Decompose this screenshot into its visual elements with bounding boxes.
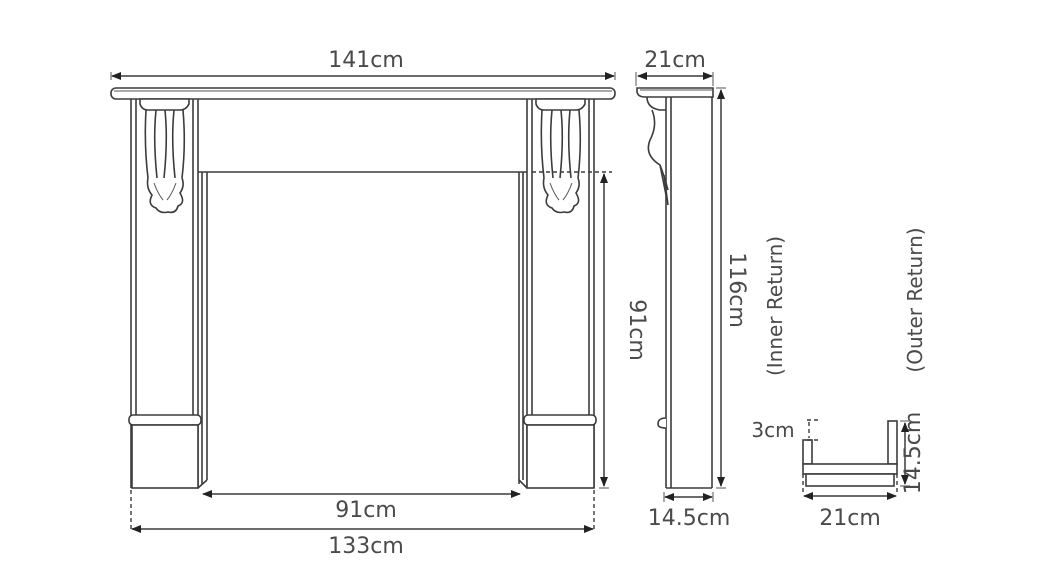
inner-slips bbox=[197, 172, 528, 489]
front-view: 141cm 91cm 91cm 133cm bbox=[110, 48, 649, 559]
label-shelf-depth: 21cm bbox=[644, 48, 706, 73]
dimension-return-height: 14.5cm bbox=[900, 412, 926, 495]
label-outer-return: (Outer Return) bbox=[903, 227, 927, 372]
dimension-opening-width: 91cm bbox=[202, 490, 521, 523]
dimension-leg-depth: 14.5cm bbox=[648, 492, 731, 531]
dimension-opening-height: 91cm bbox=[532, 171, 649, 489]
returns-plan: (Inner Return) (Outer Return) 3cm 14.5cm… bbox=[751, 227, 927, 531]
label-opening-width: 91cm bbox=[335, 498, 397, 523]
dimension-return-step: 3cm bbox=[751, 418, 820, 442]
mantel-shelf bbox=[110, 87, 616, 100]
dimension-return-width: 21cm bbox=[803, 492, 897, 531]
label-return-step: 3cm bbox=[751, 418, 794, 442]
label-inner-return: (Inner Return) bbox=[763, 236, 787, 376]
side-view: 21cm 116cm 14.5cm bbox=[635, 48, 749, 531]
label-return-height: 14.5cm bbox=[901, 412, 926, 495]
right-leg bbox=[523, 99, 597, 489]
dimension-overall-width: 133cm bbox=[130, 490, 595, 559]
left-corbel bbox=[139, 98, 190, 214]
label-total-height: 116cm bbox=[724, 252, 749, 328]
label-leg-depth: 14.5cm bbox=[648, 506, 731, 531]
dimension-shelf-width: 141cm bbox=[110, 48, 616, 80]
right-corbel bbox=[535, 98, 586, 214]
dimension-total-height: 116cm bbox=[716, 87, 749, 489]
label-opening-height: 91cm bbox=[624, 299, 649, 361]
left-leg bbox=[128, 99, 202, 489]
label-shelf-width: 141cm bbox=[328, 48, 404, 73]
dimension-shelf-depth: 21cm bbox=[635, 48, 714, 86]
label-return-width: 21cm bbox=[819, 506, 881, 531]
label-overall-width: 133cm bbox=[328, 534, 404, 559]
